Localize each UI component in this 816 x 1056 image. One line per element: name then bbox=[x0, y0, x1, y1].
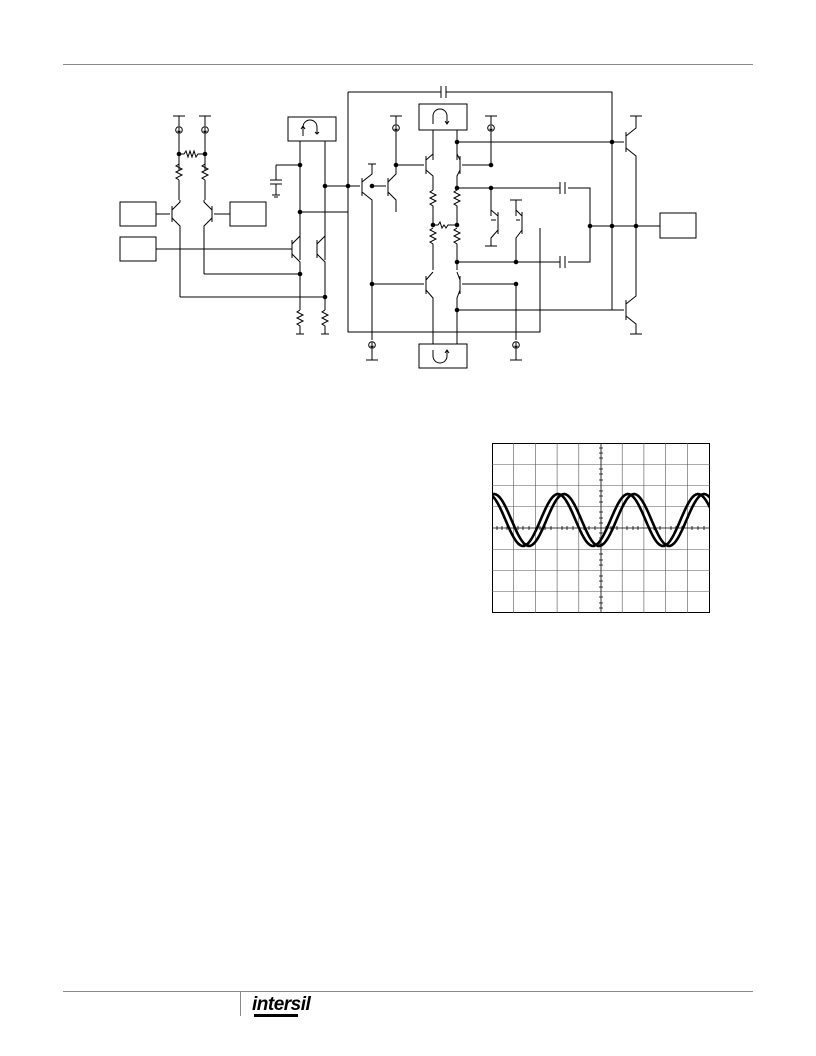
output-box bbox=[659, 212, 697, 239]
current-mirror-box-top-center bbox=[418, 103, 468, 131]
waveform-output bbox=[492, 492, 710, 548]
waveform-input bbox=[492, 492, 710, 548]
input-box-right bbox=[229, 201, 267, 227]
footer-separator bbox=[240, 992, 241, 1016]
current-mirror-box-bottom-center bbox=[418, 343, 468, 369]
header-rule bbox=[63, 64, 753, 65]
footer-rule bbox=[63, 991, 753, 992]
input-box-lower-left bbox=[119, 236, 157, 262]
logo-wordmark: intersil bbox=[252, 994, 311, 1015]
circuit-schematic bbox=[119, 86, 697, 369]
intersil-logo: intersil bbox=[252, 994, 311, 1017]
current-mirror-box-top-left bbox=[287, 116, 337, 142]
oscilloscope-trace bbox=[492, 443, 710, 613]
input-box-upper-left bbox=[119, 201, 157, 227]
logo-underline bbox=[254, 1014, 298, 1017]
